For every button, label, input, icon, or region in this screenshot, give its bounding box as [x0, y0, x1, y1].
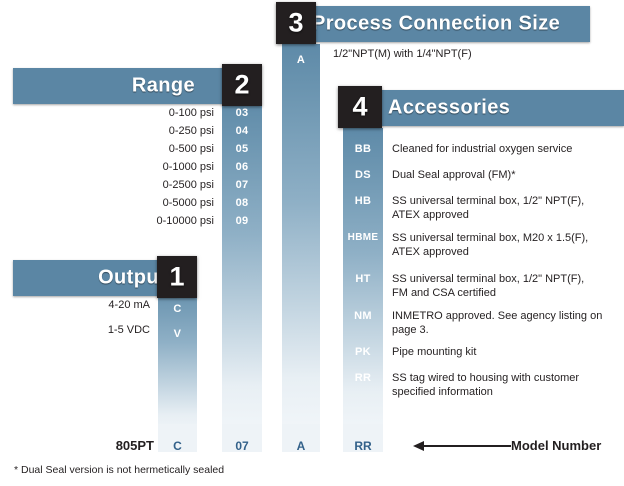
- section-title-output: Output: [98, 266, 166, 289]
- code-accessory-2: HB: [354, 195, 372, 207]
- option-label-output-1: 1-5 VDC: [107, 324, 150, 336]
- code-range-1: 04: [235, 125, 249, 137]
- code-range-6: 09: [235, 215, 249, 227]
- code-column-accessories: BB DS HB HBME HT NM PK RR: [343, 128, 383, 442]
- code-accessory-3: HBME: [347, 232, 379, 243]
- description-accessory-5: INMETRO approved. See agency listing on …: [392, 310, 603, 336]
- model-number-base: 805PT: [115, 438, 154, 453]
- section-header-process-connection: Process Connection Size: [300, 6, 590, 42]
- description-accessory-6: Pipe mounting kit: [392, 346, 477, 358]
- section-header-range: Range: [13, 68, 243, 104]
- option-label-range-3: 0-1000 psi: [162, 161, 214, 173]
- code-column-accessories-foot: [343, 424, 383, 452]
- section-number-4: 4: [352, 91, 368, 122]
- section-number-box-3: 3: [276, 2, 316, 44]
- section-number-2: 2: [234, 69, 250, 100]
- code-process-0: A: [296, 54, 306, 66]
- section-number-3: 3: [288, 7, 304, 38]
- code-output-1: V: [173, 328, 182, 340]
- code-column-range-foot: [222, 424, 262, 452]
- section-number-1: 1: [169, 261, 185, 292]
- arrow-line: [423, 445, 511, 447]
- description-accessory-2: SS universal terminal box, 1/2" NPT(F), …: [392, 195, 585, 221]
- section-header-output: Output: [13, 260, 178, 296]
- description-accessory-0: Cleaned for industrial oxygen service: [392, 143, 573, 155]
- description-accessory-1: Dual Seal approval (FM)*: [392, 169, 516, 181]
- option-label-range-2: 0-500 psi: [168, 143, 214, 155]
- model-number-arrow-label: Model Number: [511, 438, 602, 453]
- code-range-5: 08: [235, 197, 249, 209]
- footnote-dual-seal: * Dual Seal version is not hermetically …: [14, 464, 225, 476]
- section-title-process-connection: Process Connection Size: [312, 12, 561, 35]
- code-column-output: C V: [158, 276, 197, 442]
- section-title-range: Range: [131, 74, 195, 97]
- option-label-range-0: 0-100 psi: [168, 107, 214, 119]
- description-accessory-4: SS universal terminal box, 1/2" NPT(F), …: [392, 273, 585, 299]
- option-label-output-0: 4-20 mA: [108, 299, 150, 311]
- model-number-arrow: [413, 440, 511, 452]
- section-number-box-4: 4: [338, 86, 382, 128]
- model-number-part-1: 07: [235, 439, 249, 453]
- code-accessory-7: RR: [354, 372, 372, 384]
- arrow-head-icon: [413, 441, 424, 451]
- option-label-range-6: 0-10000 psi: [156, 215, 215, 227]
- option-label-range-5: 0-5000 psi: [162, 197, 214, 209]
- section-header-accessories: Accessories: [360, 90, 624, 126]
- description-accessory-3: SS universal terminal box, M20 x 1.5(F),…: [392, 232, 589, 258]
- section-title-accessories: Accessories: [388, 96, 511, 119]
- code-accessory-0: BB: [354, 143, 372, 155]
- code-range-3: 06: [235, 161, 249, 173]
- code-accessory-1: DS: [355, 169, 371, 181]
- code-accessory-4: HT: [355, 273, 371, 285]
- section-number-box-1: 1: [157, 256, 197, 298]
- code-column-process-connection: A: [282, 44, 320, 442]
- code-accessory-5: NM: [354, 310, 372, 322]
- section-number-box-2: 2: [222, 64, 262, 106]
- model-number-part-3: RR: [354, 439, 372, 453]
- model-number-part-0: C: [173, 439, 182, 453]
- model-number-part-2: A: [296, 439, 306, 453]
- option-label-range-4: 0-2500 psi: [162, 179, 214, 191]
- code-output-0: C: [173, 303, 182, 315]
- code-column-range: 03 04 05 06 07 08 09: [222, 96, 262, 442]
- code-column-process-connection-foot: [282, 424, 320, 452]
- code-range-2: 05: [235, 143, 249, 155]
- code-accessory-6: PK: [355, 346, 371, 358]
- option-label-range-1: 0-250 psi: [168, 125, 214, 137]
- description-process-0: 1/2"NPT(M) with 1/4"NPT(F): [333, 48, 472, 60]
- code-range-0: 03: [235, 107, 249, 119]
- code-column-output-foot: [158, 424, 197, 452]
- code-range-4: 07: [235, 179, 249, 191]
- description-accessory-7: SS tag wired to housing with customer sp…: [392, 372, 580, 398]
